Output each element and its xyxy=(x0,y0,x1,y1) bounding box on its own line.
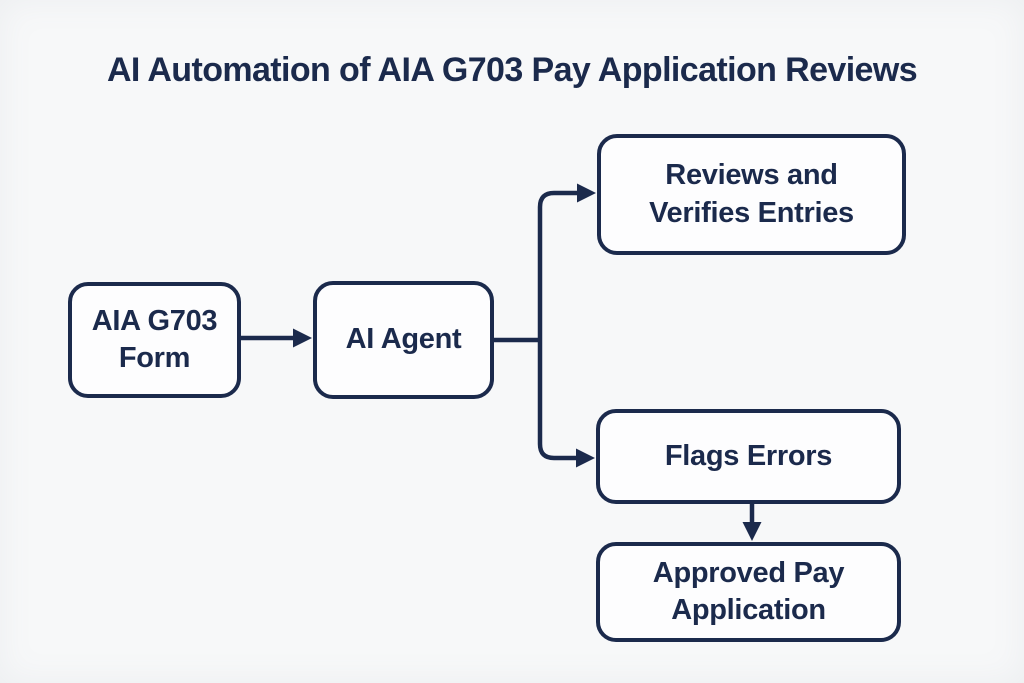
edge-agent-to-flags xyxy=(537,340,577,461)
node-label: Approved Pay Application xyxy=(652,556,845,626)
diagram-title: AI Automation of AIA G703 Pay Applicatio… xyxy=(106,51,918,89)
node-label: Reviews and Verifies Entries xyxy=(649,159,854,229)
arrowhead-to-agent-icon xyxy=(293,328,312,348)
node-flags-errors: Flags Errors xyxy=(596,409,901,504)
node-ai-agent: AI Agent xyxy=(313,281,494,399)
arrowhead-to-approved-icon xyxy=(742,522,762,541)
node-reviews-verifies-entries: Reviews and Verifies Entries xyxy=(597,134,906,255)
node-approved-pay-application: Approved Pay Application xyxy=(596,542,901,642)
edge-agent-to-reviews xyxy=(537,190,578,340)
arrowhead-to-flags-icon xyxy=(576,448,595,468)
node-label: AIA G703 Form xyxy=(91,304,218,374)
node-label: AI Agent xyxy=(345,323,462,356)
node-label: Flags Errors xyxy=(664,439,833,472)
node-aia-g703-form: AIA G703 Form xyxy=(68,282,241,398)
arrowhead-to-reviews-icon xyxy=(577,183,596,203)
